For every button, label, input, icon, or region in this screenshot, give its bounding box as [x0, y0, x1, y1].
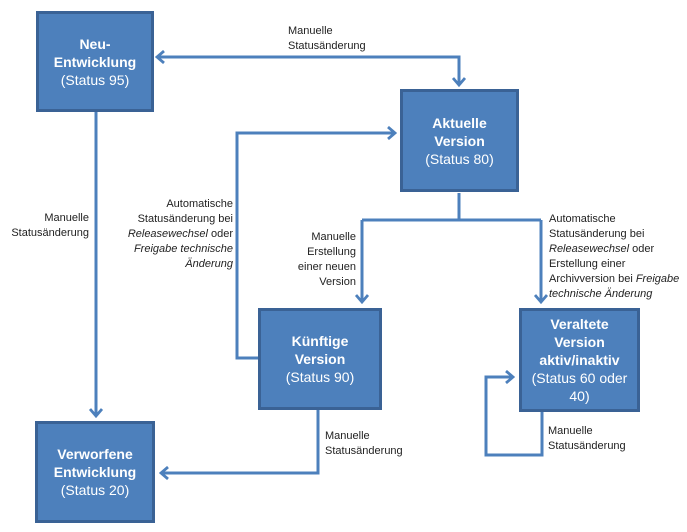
state-title-line: aktiv/inaktiv — [539, 352, 620, 368]
state-title-line: Aktuelle — [432, 114, 487, 131]
state-box-neu-entwicklung: Neu- Entwicklung (Status 95) — [36, 11, 154, 112]
state-title-line: Entwicklung — [53, 53, 137, 70]
state-title-line: Veraltete — [550, 316, 609, 332]
state-box-kuenftige-version: Künftige Version (Status 90) — [258, 308, 382, 410]
edge-label-auto-statuschange-left: Automatische Statusänderung bei Releasew… — [127, 198, 233, 270]
edge-label-manual-selfloop: Manuelle Statusänderung — [548, 425, 626, 452]
state-title-line: Entwicklung — [53, 464, 137, 480]
state-status: (Status 60 oder 40) — [531, 370, 628, 404]
state-status: (Status 90) — [285, 369, 355, 385]
edge-label-manual-left: Manuelle Statusänderung — [11, 212, 89, 239]
edge-label-manual-kuenftige-verworfene: Manuelle Statusänderung — [325, 430, 403, 457]
state-title-line: Version — [294, 351, 346, 367]
state-title-line: Künftige — [291, 333, 349, 349]
state-title-line: Neu- — [79, 35, 111, 52]
state-title-line: Verworfene — [57, 446, 133, 462]
state-title-line: Version — [554, 334, 605, 350]
state-box-veraltete-version: Veraltete Version aktiv/inaktiv (Status … — [519, 308, 640, 412]
edge-label-auto-statuschange-right: Automatische Statusänderung bei Releasew… — [549, 213, 680, 300]
connector-aktuelle-neu — [157, 57, 459, 85]
state-box-aktuelle-version: Aktuelle Version (Status 80) — [400, 89, 519, 192]
state-box-verworfene-entwicklung: Verworfene Entwicklung (Status 20) — [35, 421, 155, 523]
connector-kuenftige-verworfene — [161, 410, 320, 473]
connector-kuenftige-aktuelle — [235, 133, 395, 360]
state-status: (Status 20) — [60, 482, 130, 498]
state-status: (Status 80) — [425, 150, 494, 167]
state-status: (Status 95) — [60, 71, 130, 88]
edge-label-manual-top: Manuelle Statusänderung — [288, 25, 366, 52]
state-title-line: Version — [434, 132, 485, 149]
connector-veraltete-selfloop — [484, 377, 544, 457]
edge-label-manual-create-version: Manuelle Erstellung einer neuen Version — [297, 231, 356, 288]
